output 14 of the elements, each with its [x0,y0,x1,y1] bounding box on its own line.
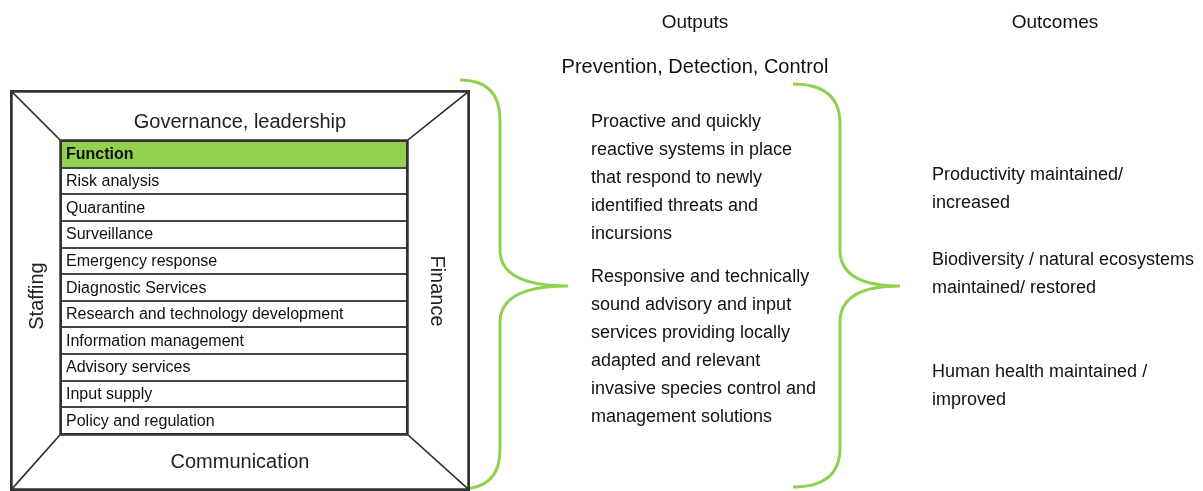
statement-text: Biodiversity / natural ecosystems maintained/ restored [932,248,1196,299]
column-heading: Outcomes [1010,10,1100,34]
table-header-row: Function [62,142,406,169]
statement-text: Productivity maintained/ increased [932,163,1125,214]
column-heading: Outputs [660,10,730,34]
band-label: Communication [170,449,310,474]
band-label: Governance, leadership [133,109,347,134]
band-label: Finance [426,254,450,327]
frame-box [10,90,470,491]
statement-text: Human health maintained / improved [932,360,1149,411]
statement-text: Proactive and quickly reactive systems in place that respond to newly identified threats and incursions [591,110,794,245]
band-label: Staffing [24,261,48,330]
statement-text: Responsive and technically sound advisory and input services providing locally adapted and relevant invasive species control and management solutions [591,265,818,428]
column-heading: Prevention, Detection, Control [560,54,830,79]
